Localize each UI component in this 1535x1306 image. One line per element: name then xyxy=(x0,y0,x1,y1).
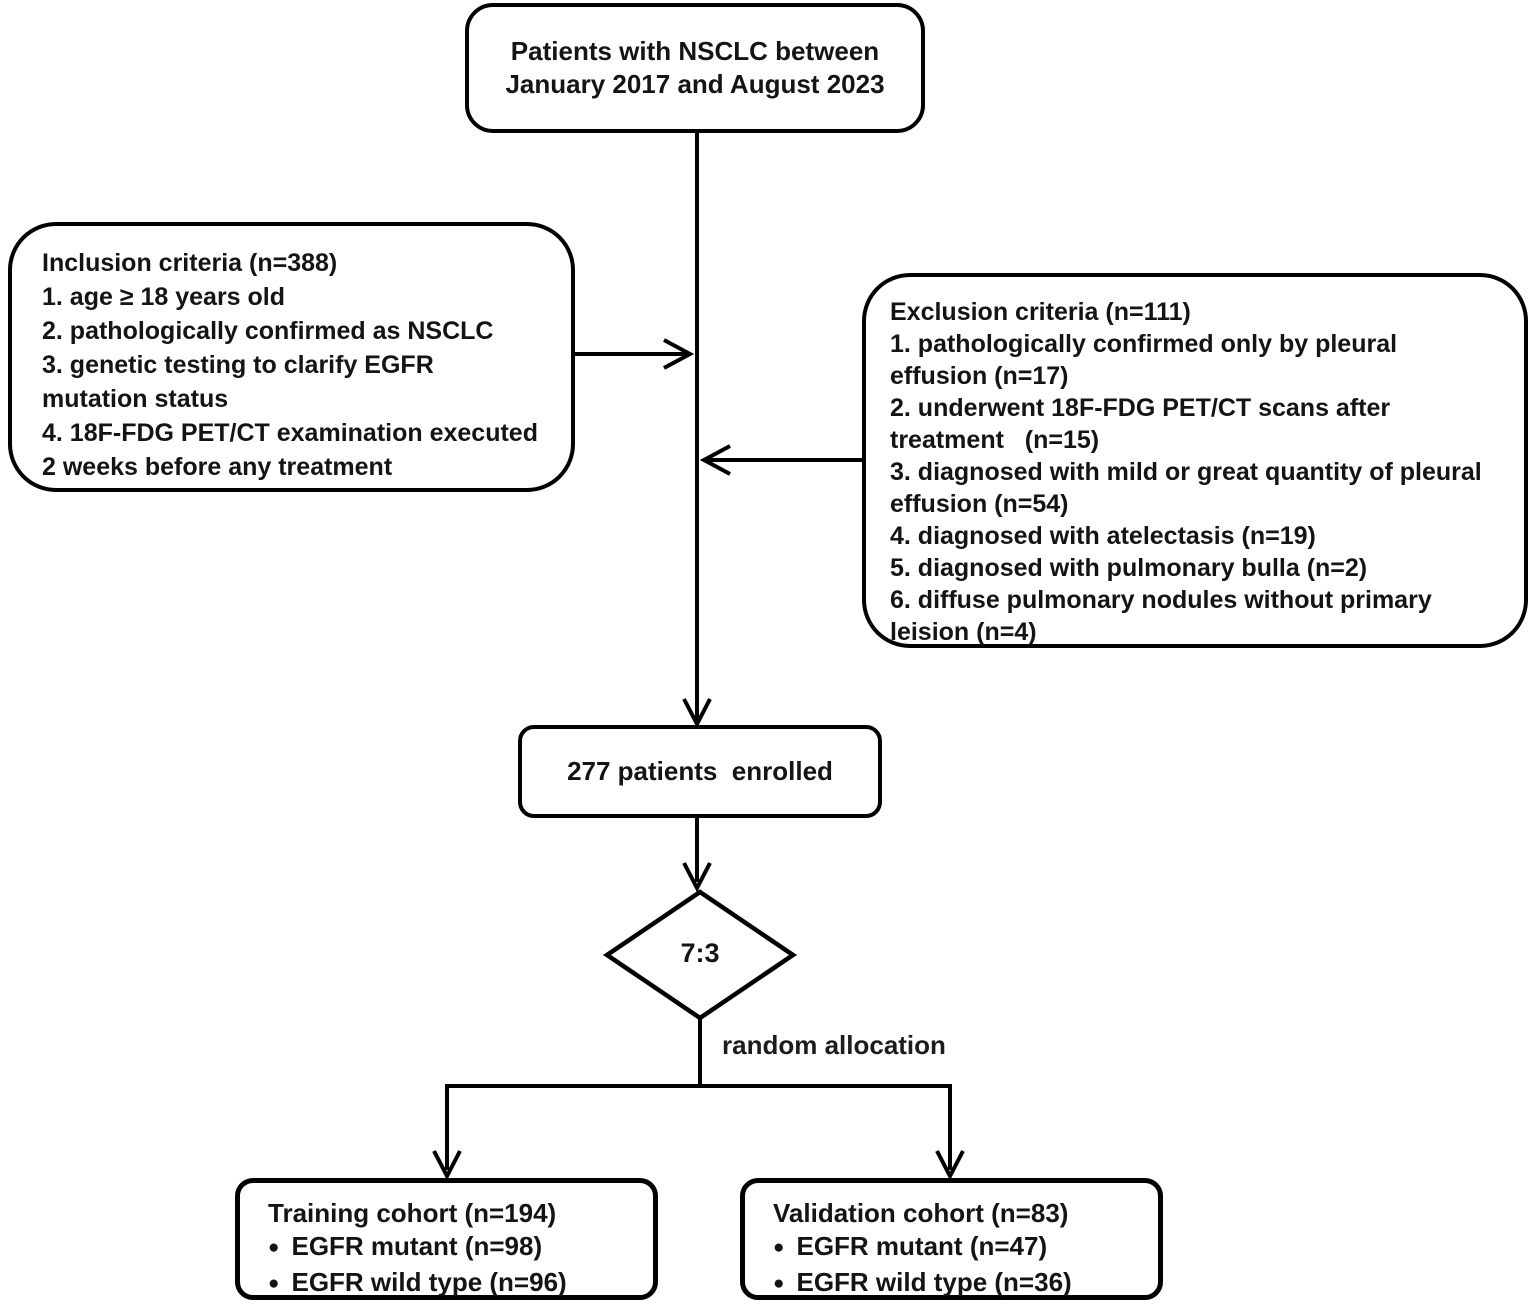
validation-item-text: EGFR mutant (n=47) xyxy=(796,1231,1048,1261)
exclusion-item: 3. diagnosed with mild or great quantity… xyxy=(890,458,1482,518)
arrowhead-down-validation xyxy=(935,1150,965,1181)
training-item-text: EGFR wild type (n=96) xyxy=(291,1267,567,1297)
patients-source-box: Patients with NSCLC between January 2017… xyxy=(465,3,925,133)
inclusion-item: 4. 18F-FDG PET/CT examination executed 2… xyxy=(42,419,538,481)
exclusion-item: 1. pathologically confirmed only by pleu… xyxy=(890,330,1398,390)
bullet-icon: ● xyxy=(773,1273,785,1294)
training-title: Training cohort (n=194) xyxy=(268,1198,557,1228)
inclusion-item: 2. pathologically confirmed as NSCLC xyxy=(42,317,494,345)
validation-item: ● EGFR mutant (n=47) xyxy=(773,1230,1150,1266)
inclusion-item: 1. age ≥ 18 years old xyxy=(42,283,286,311)
training-item: ● EGFR mutant (n=98) xyxy=(268,1230,645,1266)
inclusion-criteria-box: Inclusion criteria (n=388) 1. age ≥ 18 y… xyxy=(8,222,575,492)
inclusion-item: 3. genetic testing to clarify EGFR mutat… xyxy=(42,351,434,413)
ratio-label: 7:3 xyxy=(680,938,720,968)
exclusion-item: 4. diagnosed with atelectasis (n=19) xyxy=(890,522,1316,550)
validation-item: ● EGFR wild type (n=36) xyxy=(773,1266,1150,1302)
arrowhead-right-inclusion xyxy=(663,338,695,370)
validation-title: Validation cohort (n=83) xyxy=(773,1198,1069,1228)
bullet-icon: ● xyxy=(268,1273,280,1294)
inclusion-title: Inclusion criteria (n=388) xyxy=(42,249,338,277)
exclusion-item: 5. diagnosed with pulmonary bulla (n=2) xyxy=(890,554,1368,582)
exclusion-item: 2. underwent 18F-FDG PET/CT scans after … xyxy=(890,394,1391,454)
arrowhead-left-exclusion xyxy=(699,444,731,476)
exclusion-criteria-box: Exclusion criteria (n=111) 1. pathologic… xyxy=(862,273,1528,648)
arrowhead-down-training xyxy=(432,1150,462,1181)
random-allocation-label: random allocation xyxy=(722,1030,946,1060)
enrolled-box: 277 patients enrolled xyxy=(518,725,882,818)
bullet-icon: ● xyxy=(268,1237,280,1258)
exclusion-item: 6. diffuse pulmonary nodules without pri… xyxy=(890,586,1432,646)
bullet-icon: ● xyxy=(773,1237,785,1258)
patients-source-text: Patients with NSCLC between January 2017… xyxy=(505,36,885,99)
training-item-text: EGFR mutant (n=98) xyxy=(291,1231,543,1261)
enrolled-text: 277 patients enrolled xyxy=(567,756,833,786)
exclusion-title: Exclusion criteria (n=111) xyxy=(890,298,1191,326)
training-cohort-box: Training cohort (n=194) ● EGFR mutant (n… xyxy=(235,1178,658,1300)
training-item: ● EGFR wild type (n=96) xyxy=(268,1266,645,1302)
validation-item-text: EGFR wild type (n=36) xyxy=(796,1267,1072,1297)
arrowhead-down-enrolled xyxy=(682,698,712,729)
arrowhead-down-diamond xyxy=(682,862,712,893)
validation-cohort-box: Validation cohort (n=83) ● EGFR mutant (… xyxy=(740,1178,1163,1300)
